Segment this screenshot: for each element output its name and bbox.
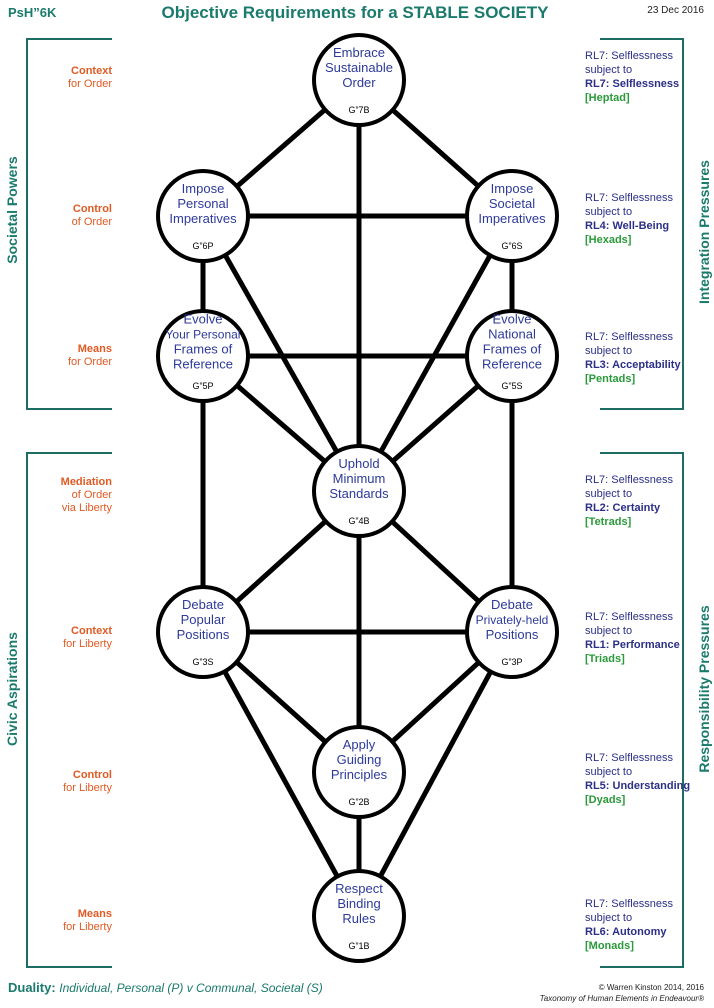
node-circle	[156, 585, 250, 679]
node-label-line: Binding	[337, 896, 380, 911]
node-label-line: Imperatives	[169, 211, 237, 226]
node-label-line: Reference	[482, 357, 542, 372]
node-label-line: Positions	[486, 627, 539, 642]
node-label-line: Popular	[181, 612, 226, 627]
node-label-line: National	[488, 327, 536, 342]
node-code: G”7B	[348, 105, 369, 115]
node-circle	[312, 725, 406, 819]
node-label-line: Frames of	[483, 342, 542, 357]
node-label-line: Minimum	[333, 471, 386, 486]
page-title: Objective Requirements for a STABLE SOCI…	[161, 3, 549, 22]
node-label-line: Your Personal	[166, 328, 241, 342]
node-label-line: Standards	[329, 486, 389, 501]
right-bottom-bracket	[600, 452, 684, 968]
node-label-line: Evolve	[492, 312, 531, 327]
date-stamp: 23 Dec 2016	[647, 5, 704, 16]
node-code: G”3P	[501, 657, 522, 667]
edge-g3p-g1	[356, 630, 515, 918]
node-label-line: Guiding	[337, 752, 382, 767]
node-code: G”4B	[348, 516, 369, 526]
node-code: G”5P	[192, 381, 213, 391]
node-code: G”3S	[192, 657, 213, 667]
node-label-line: Debate	[182, 597, 224, 612]
right-top-bracket	[600, 38, 684, 410]
node-code: G”2B	[348, 797, 369, 807]
diagram-code: PsH”6K	[8, 5, 57, 20]
node-label-line: Uphold	[338, 456, 379, 471]
node-circle	[465, 169, 559, 263]
node-label-line: Impose	[491, 181, 534, 196]
node-label-line: Impose	[182, 181, 225, 196]
node-label-line: Reference	[173, 357, 233, 372]
node-label-line: Sustainable	[325, 60, 393, 75]
duality-footer: Duality: Individual, Personal (P) v Comm…	[8, 980, 323, 995]
node-label-line: Order	[342, 75, 376, 90]
node-code: G”6P	[192, 241, 213, 251]
node-label-line: Principles	[331, 767, 388, 782]
node-circle	[156, 169, 250, 263]
edge-g3s-g1	[200, 630, 362, 918]
node-label-line: Evolve	[183, 312, 222, 327]
node-label-line: Debate	[491, 597, 533, 612]
node-label-line: Positions	[177, 627, 230, 642]
node-label-line: Embrace	[333, 45, 385, 60]
node-label-line: Respect	[335, 881, 383, 896]
node-code: G”1B	[348, 941, 369, 951]
node-label-line: Rules	[342, 911, 376, 926]
node-circle	[312, 869, 406, 963]
node-label-line: Personal	[177, 196, 228, 211]
node-label-line: Imperatives	[478, 211, 546, 226]
left-top-bracket	[26, 38, 112, 410]
node-circle	[312, 33, 406, 127]
node-circle	[312, 444, 406, 538]
node-circle	[465, 309, 559, 403]
node-label-line: Frames of	[174, 342, 233, 357]
node-circle	[465, 585, 559, 679]
node-label-line: Privately-held	[476, 613, 549, 627]
node-code: G”5S	[501, 381, 522, 391]
left-bottom-bracket	[26, 452, 112, 968]
node-circle	[156, 309, 250, 403]
nodes-group: EmbraceSustainableOrderG”7BImposePersona…	[156, 33, 559, 963]
node-label-line: Societal	[489, 196, 535, 211]
node-label-line: Apply	[343, 737, 376, 752]
node-code: G”6S	[501, 241, 522, 251]
